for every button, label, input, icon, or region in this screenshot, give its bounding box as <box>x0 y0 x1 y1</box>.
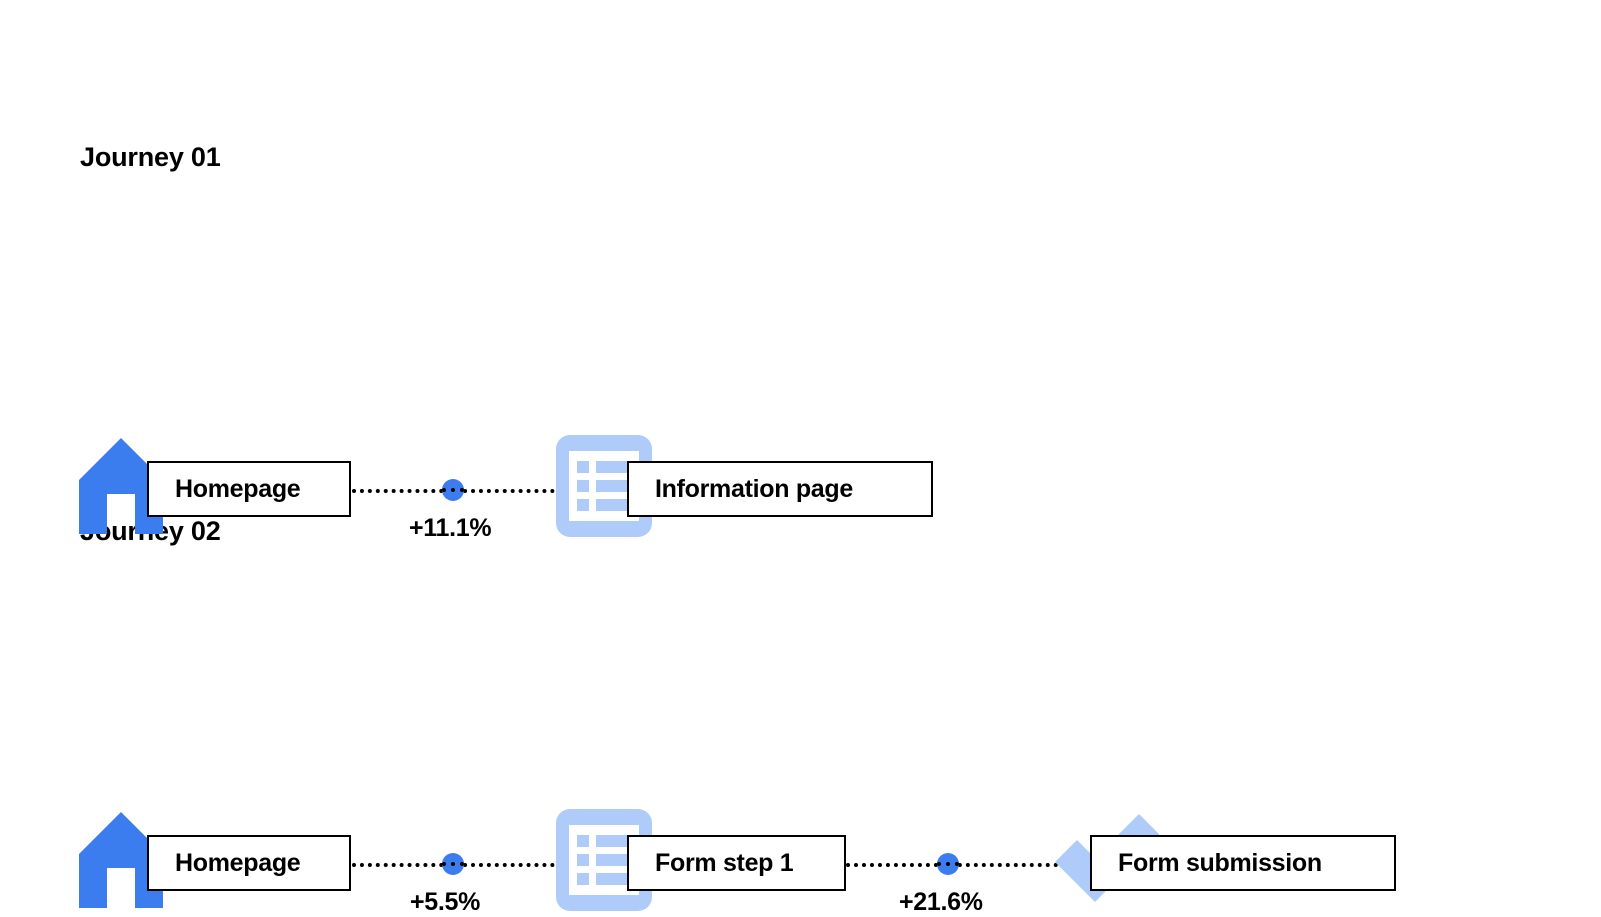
connector-line-j2-1 <box>352 863 642 867</box>
node-box-homepage-j1[interactable]: Homepage <box>147 461 351 517</box>
node-label-homepage-j1: Homepage <box>175 474 301 503</box>
connector-dot-j2-1 <box>442 853 464 875</box>
node-box-form-submission[interactable]: Form submission <box>1090 835 1396 891</box>
home-icon <box>79 438 163 534</box>
node-label-form-step-1: Form step 1 <box>655 848 794 877</box>
node-label-information-page: Information page <box>655 474 853 503</box>
connector-dot-j2-2 <box>937 853 959 875</box>
connector-dot-j1-1 <box>442 479 464 501</box>
node-label-homepage-j2: Homepage <box>175 848 301 877</box>
journey-diagram-canvas: Journey 01 +11.1% Homepage <box>0 142 1601 916</box>
connector-line-j2-2 <box>846 863 1146 867</box>
journey-flow-02: +5.5% +21.6% Homepage <box>0 584 1601 916</box>
connector-percentage-j2-2: +21.6% <box>899 888 983 916</box>
journey-flow-01: +11.1% Homepage <box>0 210 1601 542</box>
node-box-form-step-1[interactable]: Form step 1 <box>627 835 846 891</box>
node-box-information-page[interactable]: Information page <box>627 461 933 517</box>
journey-title-01: Journey 01 <box>80 142 221 172</box>
connector-line-j1-1 <box>352 489 642 493</box>
node-label-form-submission: Form submission <box>1118 848 1322 877</box>
connector-percentage-j1-1: +11.1% <box>409 514 492 542</box>
connector-percentage-j2-1: +5.5% <box>410 888 481 916</box>
node-box-homepage-j2[interactable]: Homepage <box>147 835 351 891</box>
